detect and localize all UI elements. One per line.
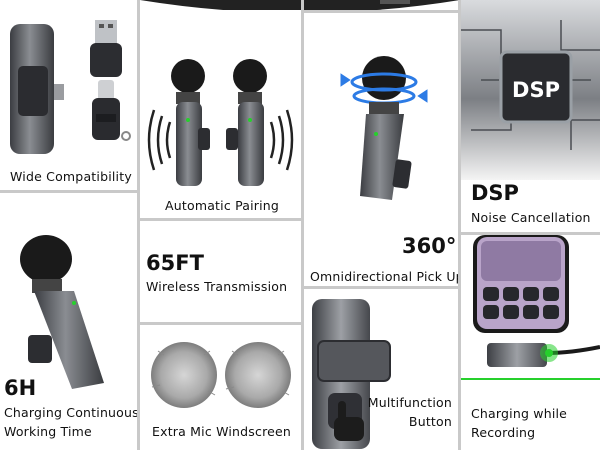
usb-adapter-icon: [90, 20, 122, 77]
sound-wave-icon: [147, 109, 294, 171]
multifunction-image: [312, 299, 391, 449]
omni-image: [340, 56, 428, 200]
dsp-label: Noise Cancellation: [471, 210, 591, 225]
divider-h4: [304, 10, 458, 13]
divider-h5: [304, 286, 458, 289]
charging-image: [20, 235, 104, 389]
windscreen-image: [151, 342, 291, 408]
divider-h1: [0, 190, 137, 193]
omni-headline: 360°: [402, 234, 457, 258]
pairing-panel: Automatic Pairing: [140, 10, 301, 218]
charge-record-image: [461, 235, 600, 380]
divider-v1: [137, 0, 140, 450]
divider-v2: [301, 0, 304, 450]
divider-h6: [461, 232, 600, 235]
hand-pointer-icon: [334, 401, 364, 441]
wireless-label: Wireless Transmission: [146, 279, 288, 294]
divider-h2: [140, 218, 301, 221]
charge-record-panel: Charging while Recording: [461, 235, 600, 450]
dsp-image: DSP: [461, 0, 600, 180]
omni-panel: 360° Omnidirectional Pick Up: [304, 10, 458, 286]
omni-label: Omnidirectional Pick Up: [310, 269, 458, 284]
charging-line1: Charging Continuous: [4, 405, 137, 420]
charging-headline: 6H: [4, 376, 37, 400]
charge-record-line2: Recording: [471, 425, 536, 440]
wireless-headline: 65FT: [146, 251, 204, 275]
pairing-image: [147, 59, 294, 186]
windscreen-panel: Extra Mic Windscreen: [140, 325, 301, 450]
lightning-adapter-icon: [92, 80, 131, 141]
multifunction-line2: Button: [408, 414, 452, 429]
wireless-panel: 65FT Wireless Transmission: [140, 221, 301, 301]
top-arc-image: [140, 0, 460, 10]
charging-panel: 6H Charging Continuous Working Time: [0, 193, 137, 450]
dsp-panel: DSP DSP Noise Cancellation: [461, 0, 600, 232]
charging-line2: Working Time: [4, 424, 92, 439]
compat-label: Wide Compatibility: [10, 169, 132, 184]
multifunction-panel: Multifunction Button: [304, 289, 458, 450]
dsp-headline: DSP: [471, 181, 519, 205]
windscreen-label: Extra Mic Windscreen: [152, 424, 292, 439]
charge-record-line1: Charging while: [471, 406, 568, 421]
dsp-chip-label: DSP: [512, 78, 560, 102]
divider-v3: [458, 0, 461, 450]
divider-h3: [140, 322, 301, 325]
top-strip: [0, 0, 600, 10]
pairing-label: Automatic Pairing: [165, 198, 280, 213]
compat-panel: Wide Compatibility: [0, 10, 137, 190]
multifunction-line1: Multifunction: [367, 395, 452, 410]
compat-image: [10, 20, 131, 154]
